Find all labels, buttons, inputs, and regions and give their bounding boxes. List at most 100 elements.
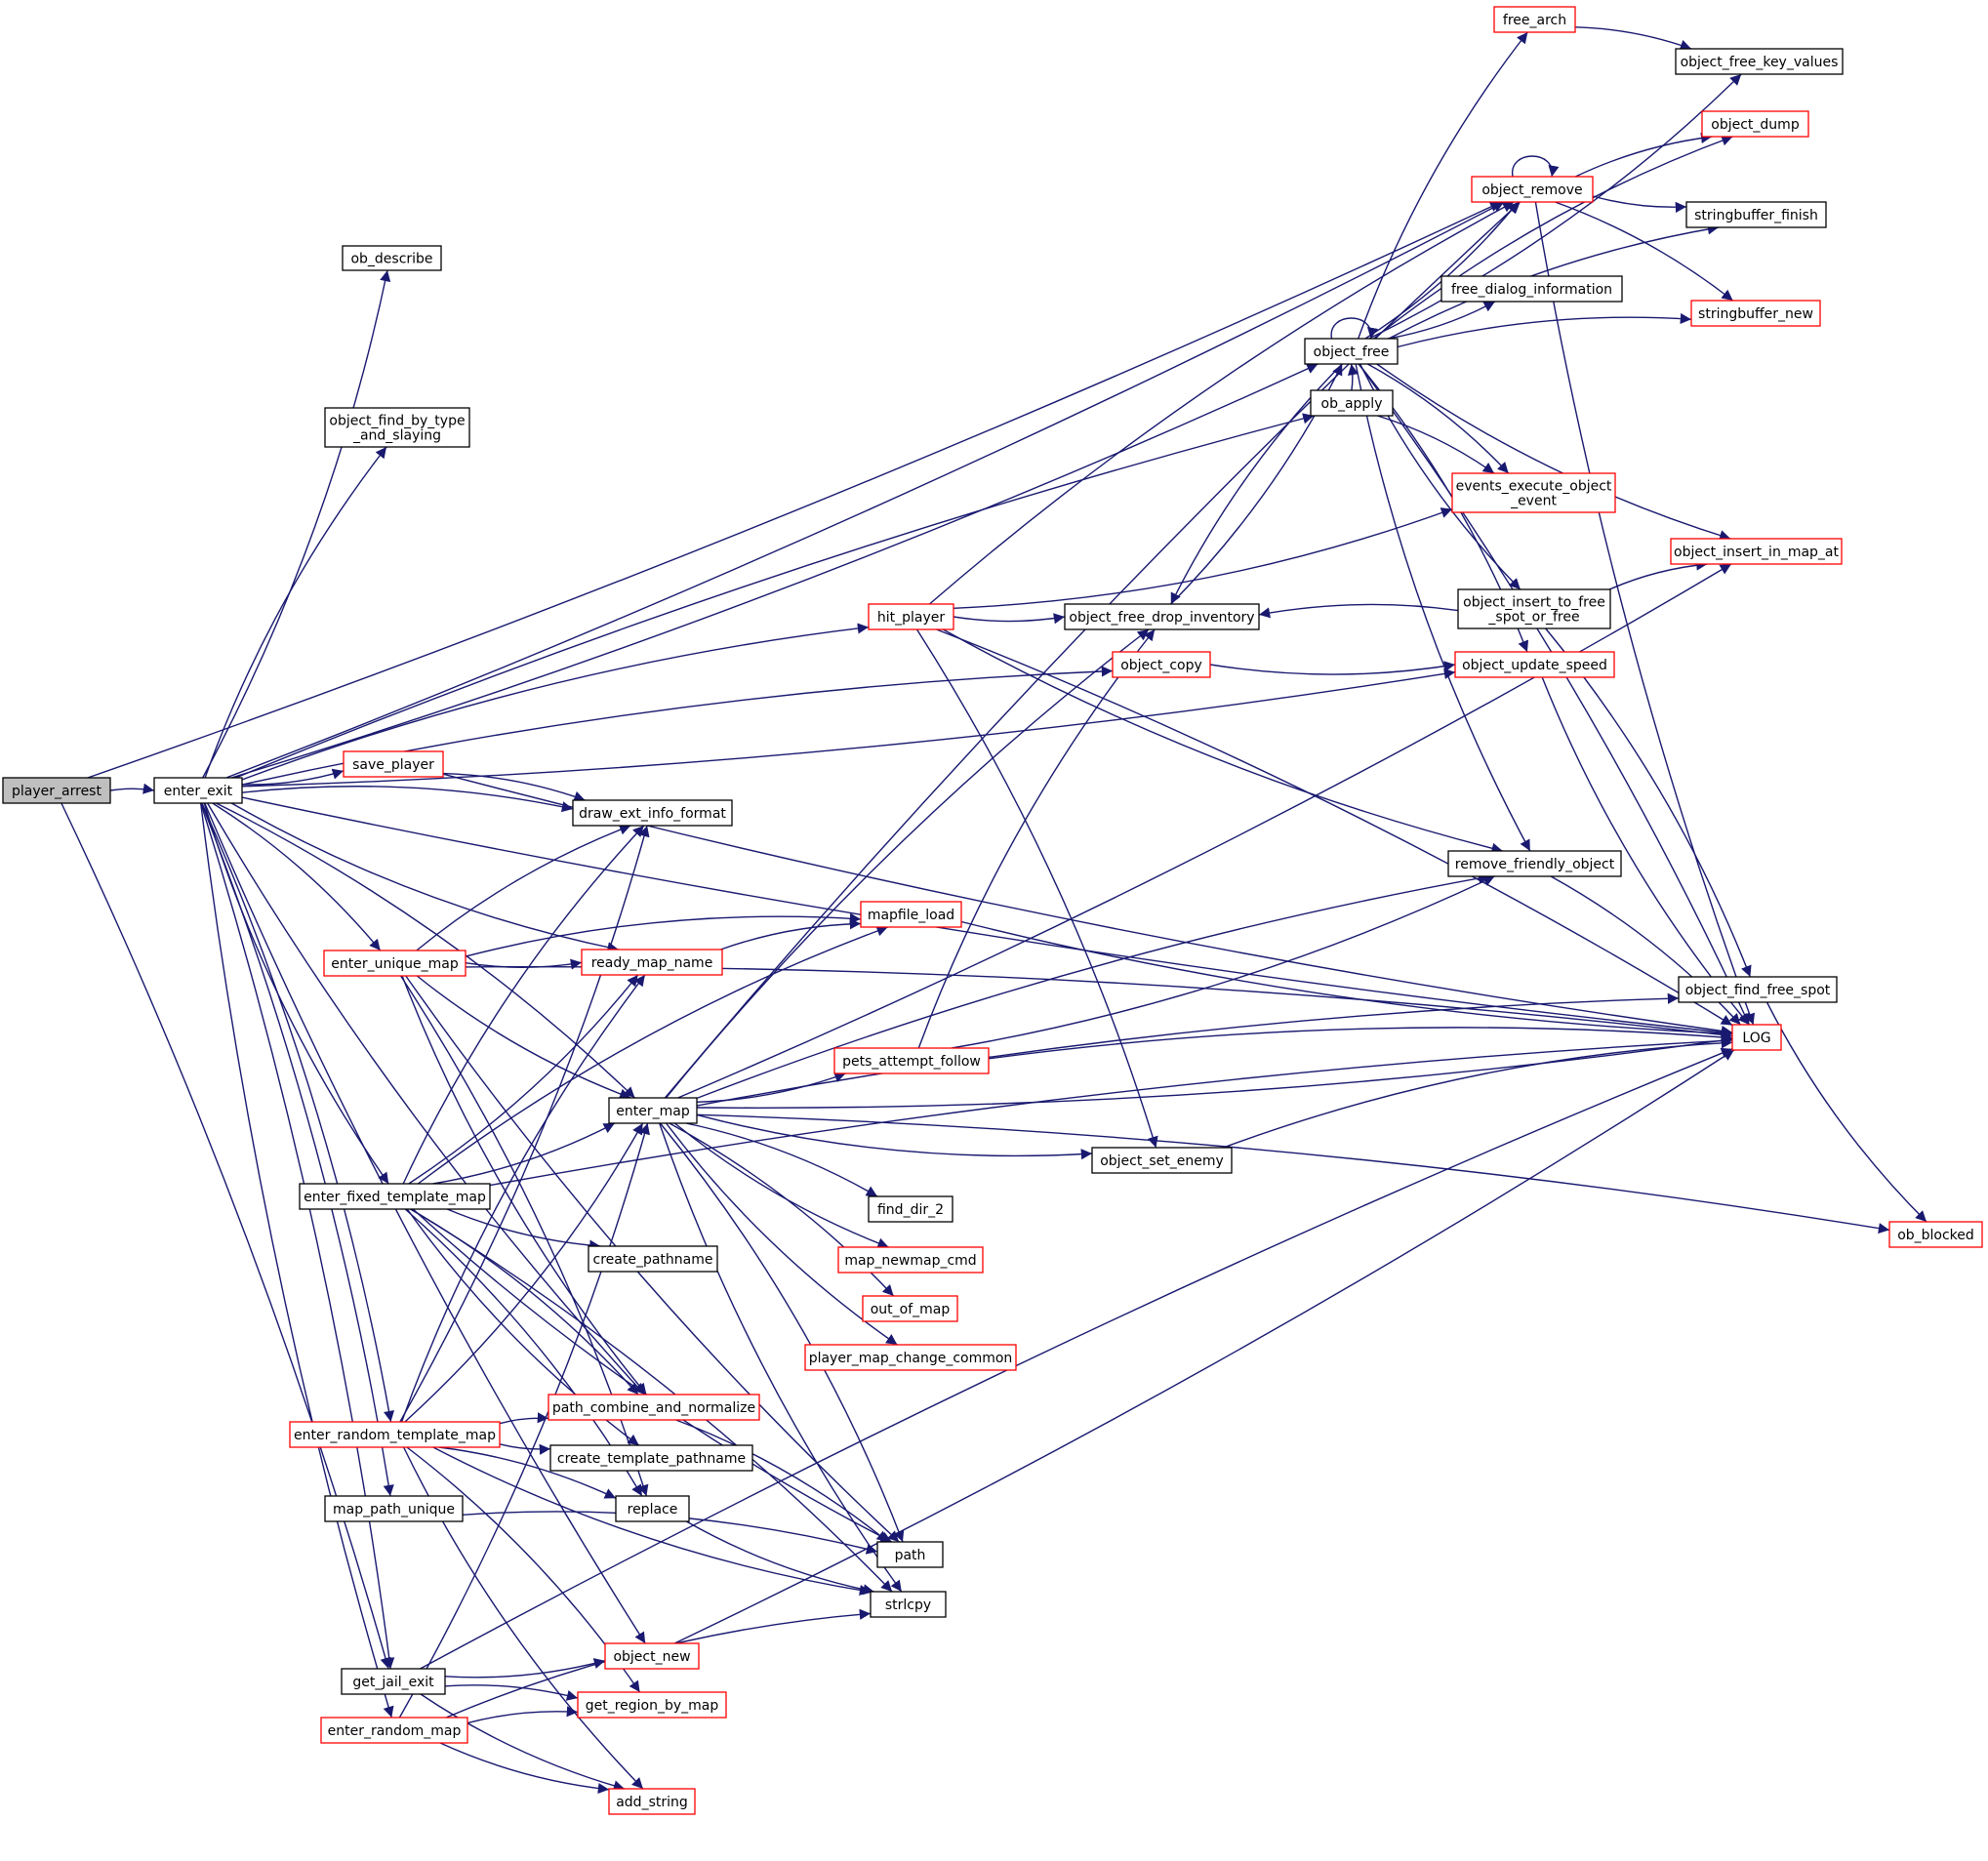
- edge-enter_fixed_template_map-to-mapfile_load: [417, 925, 888, 1185]
- node-label-enter_random_map: enter_random_map: [328, 1723, 462, 1739]
- node-box-create_template_pathname: [549, 1444, 753, 1472]
- node-get_jail_exit[interactable]: get_jail_exit: [341, 1668, 446, 1695]
- edge-object_free-to-stringbuffer_new: [1397, 312, 1692, 348]
- edge-enter_exit-to-path_combine_and_normalize: [206, 802, 645, 1396]
- node-mapfile_load[interactable]: mapfile_load: [860, 901, 962, 928]
- node-enter_fixed_template_map[interactable]: enter_fixed_template_map: [299, 1183, 491, 1210]
- node-object_insert_in_map_at[interactable]: object_insert_in_map_at: [1670, 538, 1843, 565]
- node-map_newmap_cmd[interactable]: map_newmap_cmd: [837, 1246, 984, 1274]
- node-LOG[interactable]: LOG: [1731, 1024, 1782, 1051]
- edge-enter_exit-to-map_path_unique: [200, 802, 394, 1497]
- node-save_player[interactable]: save_player: [343, 750, 444, 778]
- node-box-player_arrest: [2, 777, 111, 804]
- edge-enter_exit-to-ready_map_name: [230, 802, 619, 953]
- node-box-stringbuffer_finish: [1685, 201, 1827, 228]
- node-label-object_free_key_values: object_free_key_values: [1681, 55, 1839, 70]
- node-label-get_jail_exit: get_jail_exit: [352, 1675, 434, 1690]
- node-box-mapfile_load: [860, 901, 962, 928]
- edge-player_arrest-to-object_remove: [87, 201, 1502, 779]
- edge-hit_player-to-events_execute_object_event: [953, 507, 1453, 609]
- node-stringbuffer_new[interactable]: stringbuffer_new: [1690, 300, 1821, 327]
- node-player_map_change_common[interactable]: player_map_change_common: [804, 1344, 1017, 1371]
- node-events_execute_object_event[interactable]: events_execute_object_event: [1451, 472, 1616, 513]
- node-object_insert_to_free_spot_or_free[interactable]: object_insert_to_free_spot_or_free: [1457, 588, 1611, 629]
- node-object_new[interactable]: object_new: [604, 1642, 700, 1670]
- node-ob_apply[interactable]: ob_apply: [1310, 389, 1394, 417]
- edge-enter_exit-to-get_jail_exit: [200, 802, 395, 1670]
- node-object_free_key_values[interactable]: object_free_key_values: [1675, 48, 1844, 75]
- edge-object_free-to-free_dialog_information: [1387, 301, 1496, 340]
- node-player_arrest: player_arrest: [2, 777, 111, 804]
- node-enter_map[interactable]: enter_map: [608, 1097, 698, 1124]
- node-label-free_arch: free_arch: [1503, 13, 1566, 28]
- node-label-enter_fixed_template_map: enter_fixed_template_map: [304, 1190, 486, 1205]
- node-object_set_enemy[interactable]: object_set_enemy: [1091, 1147, 1233, 1174]
- node-object_free_drop_inventory[interactable]: object_free_drop_inventory: [1064, 603, 1260, 630]
- node-free_arch[interactable]: free_arch: [1493, 6, 1576, 33]
- edge-enter_exit-to-enter_random_map: [200, 802, 394, 1719]
- node-label-stringbuffer_new: stringbuffer_new: [1698, 306, 1813, 322]
- node-path_combine_and_normalize[interactable]: path_combine_and_normalize: [548, 1394, 760, 1421]
- node-object_remove[interactable]: object_remove: [1471, 176, 1594, 203]
- node-create_template_pathname[interactable]: create_template_pathname: [549, 1444, 753, 1472]
- node-box-object_find_by_type_and_slaying: [324, 407, 470, 448]
- node-enter_exit[interactable]: enter_exit: [153, 777, 243, 804]
- node-object_update_speed[interactable]: object_update_speed: [1454, 651, 1615, 678]
- edge-object_free-to-free_arch: [1358, 31, 1528, 340]
- node-path[interactable]: path: [876, 1541, 944, 1568]
- node-stringbuffer_finish[interactable]: stringbuffer_finish: [1685, 201, 1827, 228]
- edge-enter_exit-to-enter_random_template_map: [201, 802, 395, 1423]
- edge-ob_apply-to-events_execute_object_event: [1377, 415, 1495, 474]
- node-enter_unique_map[interactable]: enter_unique_map: [323, 950, 467, 977]
- node-object_free[interactable]: object_free: [1304, 338, 1399, 365]
- node-enter_random_map[interactable]: enter_random_map: [320, 1717, 468, 1744]
- node-label-save_player: save_player: [352, 757, 434, 773]
- node-box-path: [876, 1541, 944, 1568]
- node-box-enter_fixed_template_map: [299, 1183, 491, 1210]
- node-get_region_by_map[interactable]: get_region_by_map: [577, 1691, 727, 1719]
- node-box-free_arch: [1493, 6, 1576, 33]
- node-object_dump[interactable]: object_dump: [1701, 110, 1809, 138]
- edge-pets_attempt_follow-to-LOG: [988, 1027, 1733, 1060]
- edge-enter_unique_map-to-enter_map: [416, 975, 631, 1100]
- node-box-object_update_speed: [1454, 651, 1615, 678]
- node-hit_player[interactable]: hit_player: [868, 603, 954, 630]
- node-pets_attempt_follow[interactable]: pets_attempt_follow: [833, 1047, 990, 1074]
- node-object_copy[interactable]: object_copy: [1112, 651, 1211, 678]
- node-object_find_by_type_and_slaying[interactable]: object_find_by_type_and_slaying: [324, 407, 470, 448]
- node-label-ob_blocked: ob_blocked: [1897, 1228, 1974, 1243]
- edge-enter_exit-to-LOG: [241, 796, 1733, 1038]
- edge-object_set_enemy-to-LOG: [1223, 1037, 1733, 1149]
- node-add_string[interactable]: add_string: [608, 1788, 696, 1815]
- node-box-replace: [615, 1495, 690, 1522]
- node-label-path: path: [895, 1548, 926, 1563]
- node-ready_map_name[interactable]: ready_map_name: [581, 949, 723, 976]
- node-ob_blocked[interactable]: ob_blocked: [1888, 1221, 1983, 1248]
- node-label-events_execute_object_event-line1: events_execute_object: [1456, 479, 1612, 495]
- node-remove_friendly_object[interactable]: remove_friendly_object: [1447, 850, 1622, 877]
- node-box-map_path_unique: [324, 1495, 464, 1522]
- edge-enter_exit-to-object_remove: [225, 201, 1505, 779]
- node-map_path_unique[interactable]: map_path_unique: [324, 1495, 464, 1522]
- node-box-object_set_enemy: [1091, 1147, 1233, 1174]
- node-box-find_dir_2: [868, 1195, 953, 1223]
- node-out_of_map[interactable]: out_of_map: [862, 1295, 958, 1322]
- node-free_dialog_information[interactable]: free_dialog_information: [1440, 275, 1623, 303]
- edge-enter_map-to-object_set_enemy: [696, 1113, 1093, 1160]
- node-object_find_free_spot[interactable]: object_find_free_spot: [1678, 976, 1838, 1003]
- node-label-create_pathname: create_pathname: [593, 1252, 713, 1268]
- node-label-path_combine_and_normalize: path_combine_and_normalize: [552, 1400, 755, 1416]
- edge-enter_random_template_map-to-path_combine_and_normalize: [499, 1412, 549, 1425]
- node-draw_ext_info_format[interactable]: draw_ext_info_format: [572, 799, 733, 827]
- edge-object_free-to-remove_friendly_object: [1355, 363, 1531, 852]
- node-create_pathname[interactable]: create_pathname: [588, 1245, 718, 1273]
- node-replace[interactable]: replace: [615, 1495, 690, 1522]
- node-ob_describe[interactable]: ob_describe: [342, 245, 442, 271]
- node-find_dir_2[interactable]: find_dir_2: [868, 1195, 953, 1223]
- node-label-object_remove: object_remove: [1481, 182, 1582, 198]
- node-enter_random_template_map[interactable]: enter_random_template_map: [289, 1421, 501, 1448]
- edge-enter_random_template_map-to-draw_ext_info_format: [399, 825, 650, 1423]
- edge-object_free-to-object_insert_in_map_at: [1376, 363, 1731, 542]
- node-strlcpy[interactable]: strlcpy: [870, 1591, 947, 1618]
